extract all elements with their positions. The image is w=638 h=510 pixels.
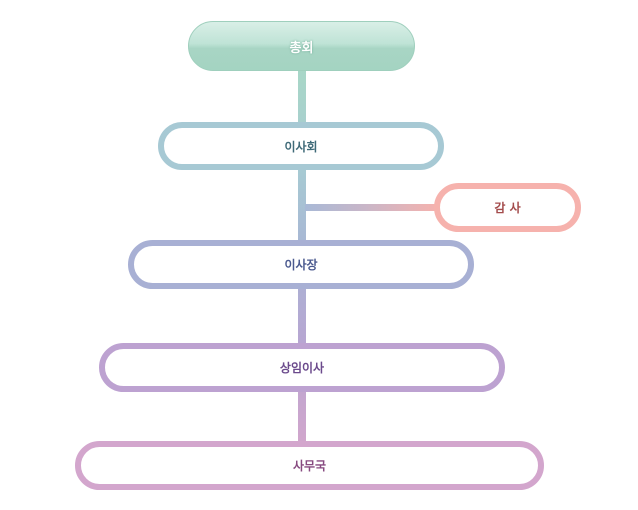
node-auditor: 감 사 <box>434 183 581 232</box>
node-chairman: 이사장 <box>128 240 474 289</box>
node-auditor-label: 감 사 <box>494 201 521 215</box>
node-secretariat-label: 사무국 <box>292 459 327 473</box>
node-board-of-directors-label: 이사회 <box>284 139 318 154</box>
node-secretariat: 사무국 <box>75 441 544 490</box>
node-executive-director-label: 상임이사 <box>279 361 325 375</box>
node-chairman-label: 이사장 <box>284 258 318 272</box>
node-executive-director: 상임이사 <box>99 343 505 392</box>
node-board-of-directors: 이사회 <box>158 122 444 170</box>
audit-branch-connector-line <box>305 204 439 211</box>
node-general-assembly-label: 총회 <box>289 40 314 56</box>
node-general-assembly: 총회 <box>188 21 415 71</box>
